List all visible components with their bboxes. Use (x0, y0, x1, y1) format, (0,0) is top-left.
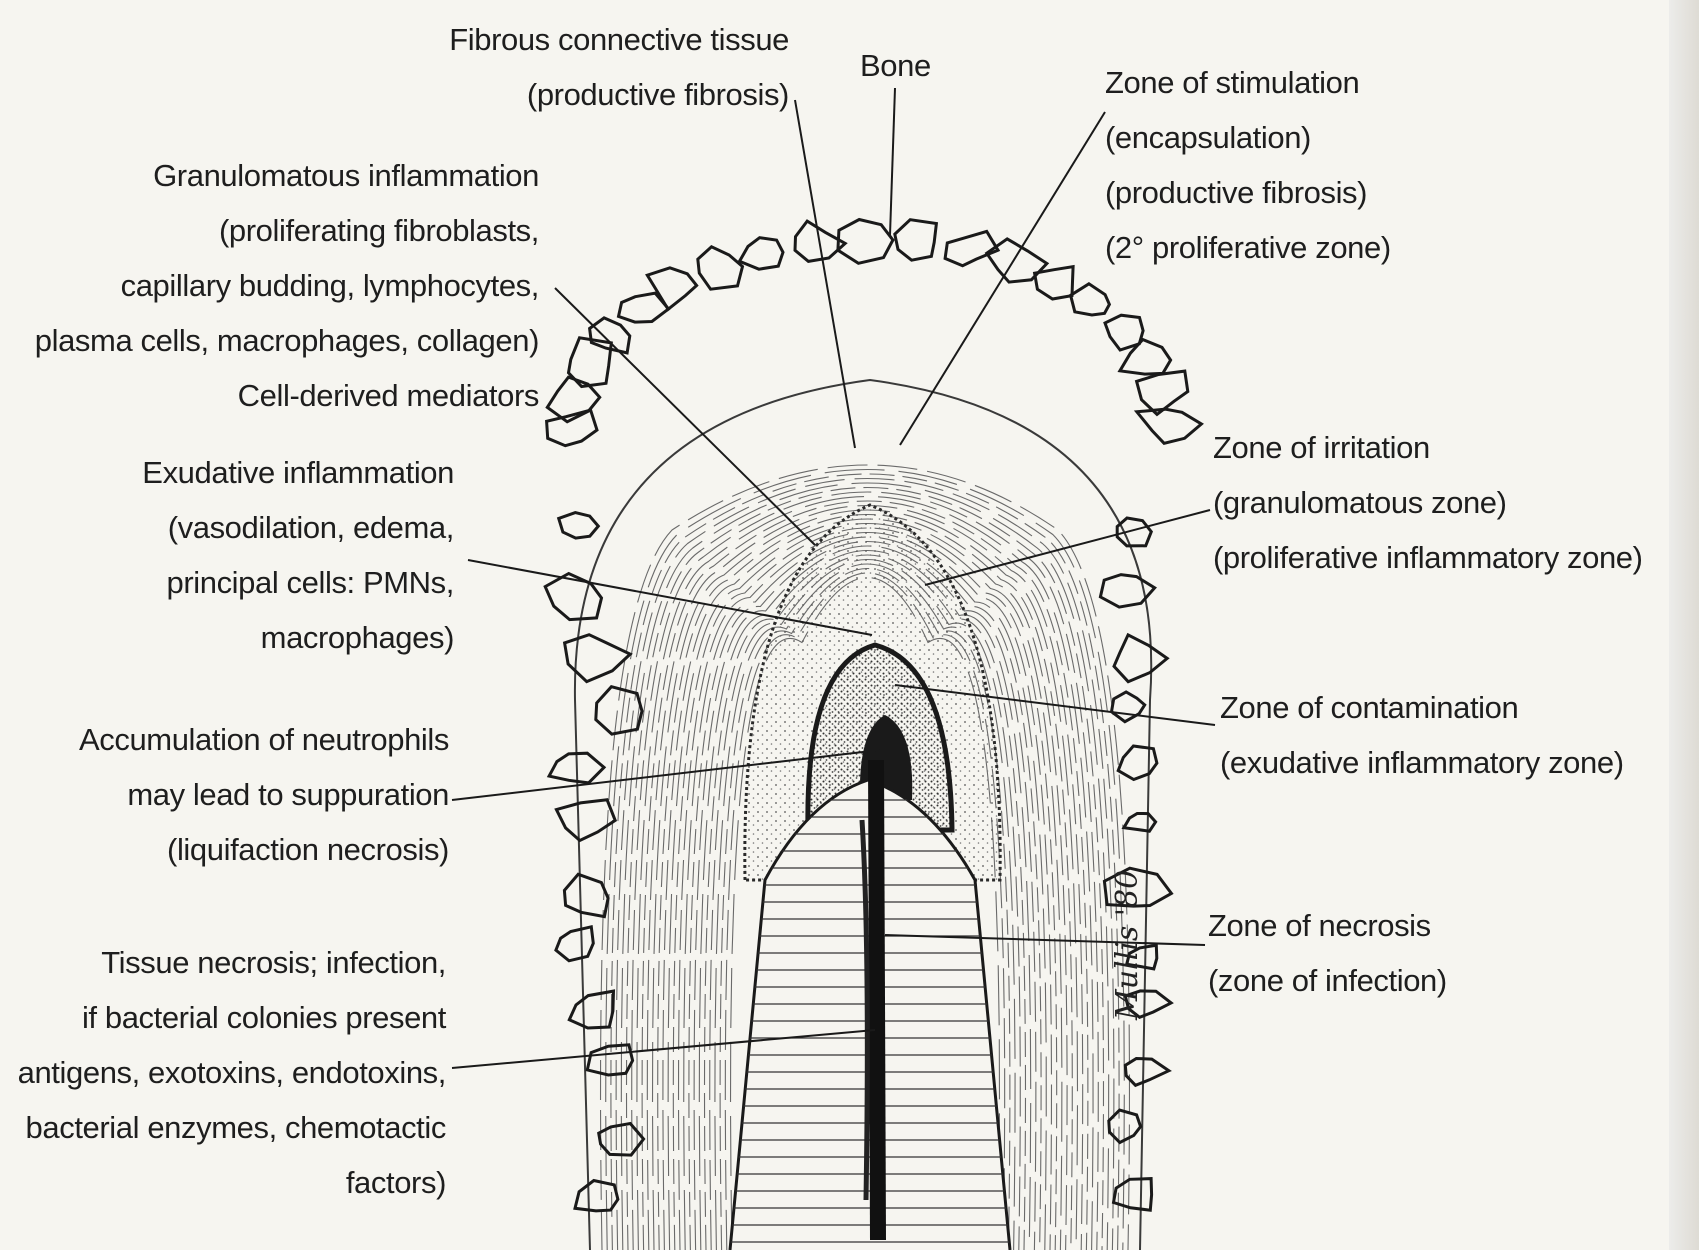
bone-fragment (1035, 267, 1074, 299)
exudative-line-2: (vasodilation, edema, (142, 500, 454, 555)
bone-fragment (556, 927, 593, 961)
bone-fragment (987, 239, 1047, 282)
zone-of-contamination-label: Zone of contamination (exudative inflamm… (1220, 680, 1624, 790)
bone-fragment (587, 1045, 632, 1075)
granulomatous-line-1: Granulomatous inflammation (35, 148, 539, 203)
fibrous-line-2: (productive fibrosis) (449, 67, 789, 122)
bone-fragment (590, 318, 630, 353)
tissue-necrosis-line-4: bacterial enzymes, chemotactic (18, 1100, 446, 1155)
bone-label: Bone (860, 38, 931, 93)
bone-line-1: Bone (860, 38, 931, 93)
exudative-line-1: Exudative inflammation (142, 445, 454, 500)
bone-fragment (1120, 340, 1171, 375)
exudative-line-4: macrophages) (142, 610, 454, 665)
zone-of-stimulation-label: Zone of stimulation (encapsulation) (pro… (1105, 55, 1391, 275)
bone-fragment (1114, 635, 1167, 682)
granulomatous-line-2: (proliferating fibroblasts, (35, 203, 539, 258)
irritation-line-3: (proliferative inflammatory zone) (1213, 530, 1643, 585)
bone-fragment (1071, 284, 1110, 315)
bone-fragment (838, 220, 893, 264)
bone-fragment (569, 338, 612, 387)
bone-fragment (1124, 814, 1156, 832)
bone-fragment (559, 513, 599, 539)
zone-of-irritation-label: Zone of irritation (granulomatous zone) … (1213, 420, 1643, 585)
tissue-necrosis-line-1: Tissue necrosis; infection, (18, 935, 446, 990)
contamination-line-1: Zone of contamination (1220, 680, 1624, 735)
granulomatous-line-4: plasma cells, macrophages, collagen) (35, 313, 539, 368)
accumulation-line-2: may lead to suppuration (79, 767, 449, 822)
accumulation-line-3: (liquifaction necrosis) (79, 822, 449, 877)
bone-fragment (564, 874, 608, 916)
irritation-line-1: Zone of irritation (1213, 420, 1643, 475)
bone-fragment (1112, 692, 1145, 722)
necrosis-line-2: (zone of infection) (1208, 953, 1447, 1008)
fibrous-line-1: Fibrous connective tissue (449, 12, 789, 67)
artist-signature: Mullis '80 (1110, 870, 1145, 1020)
tissue-necrosis-line-3: antigens, exotoxins, endotoxins, (18, 1045, 446, 1100)
fibrous-connective-tissue-label: Fibrous connective tissue (productive fi… (449, 12, 789, 122)
granulomatous-line-5: Cell-derived mediators (35, 368, 539, 423)
bone-fragment (1137, 371, 1188, 414)
zone-of-necrosis-label: Zone of necrosis (zone of infection) (1208, 898, 1447, 1008)
accumulation-of-neutrophils-label: Accumulation of neutrophils may lead to … (79, 712, 449, 877)
bone-fragment (596, 687, 642, 734)
bone-fragment (1118, 746, 1157, 780)
bone-fragment (1117, 518, 1151, 546)
stimulation-line-2: (encapsulation) (1105, 110, 1391, 165)
granulomatous-line-3: capillary budding, lymphocytes, (35, 258, 539, 313)
bone-fragment (1125, 1059, 1169, 1086)
tissue-necrosis-line-5: factors) (18, 1155, 446, 1210)
granulomatous-inflammation-label: Granulomatous inflammation (proliferatin… (35, 148, 539, 423)
stimulation-line-1: Zone of stimulation (1105, 55, 1391, 110)
accumulation-line-1: Accumulation of neutrophils (79, 712, 449, 767)
bone-fragment (547, 410, 597, 446)
bone-fragment (740, 238, 784, 270)
bone-fragment (1114, 1179, 1152, 1211)
stimulation-line-4: (2° proliferative zone) (1105, 220, 1391, 275)
contamination-line-2: (exudative inflammatory zone) (1220, 735, 1624, 790)
tissue-necrosis-label: Tissue necrosis; infection, if bacterial… (18, 935, 446, 1210)
exudative-line-3: principal cells: PMNs, (142, 555, 454, 610)
tissue-necrosis-line-2: if bacterial colonies present (18, 990, 446, 1045)
bone-fragment (647, 268, 696, 310)
necrosis-line-1: Zone of necrosis (1208, 898, 1447, 953)
stimulation-line-3: (productive fibrosis) (1105, 165, 1391, 220)
irritation-line-2: (granulomatous zone) (1213, 475, 1643, 530)
bone-fragment (698, 247, 743, 289)
exudative-inflammation-label: Exudative inflammation (vasodilation, ed… (142, 445, 454, 665)
bone-fragment (1137, 409, 1202, 443)
bone-fragment (895, 220, 937, 261)
